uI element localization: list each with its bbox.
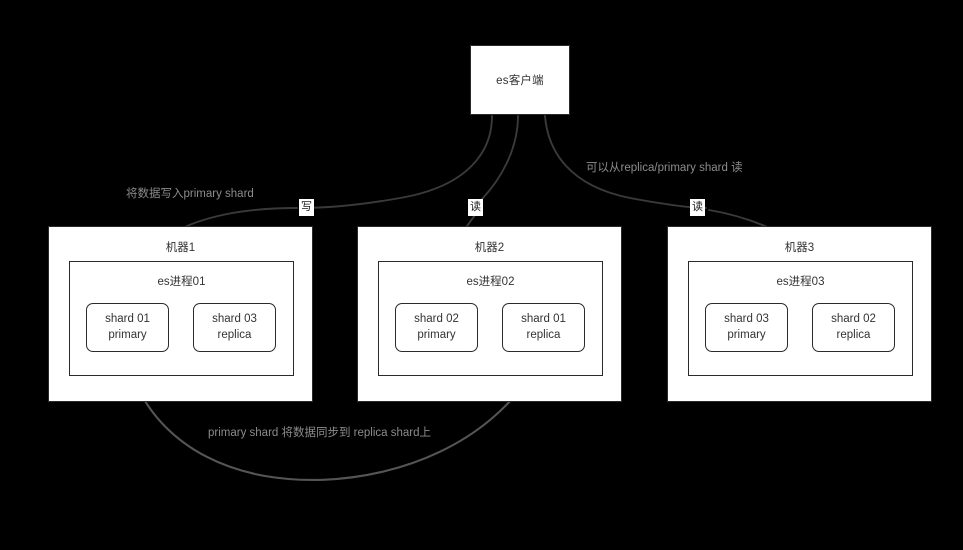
shard-box-m3-s1[interactable]: shard 03 primary [705,303,788,352]
shard-box-m1-s1[interactable]: shard 01 primary [86,303,169,352]
edge-label-write: 将数据写入primary shard [126,188,254,200]
edge-tag-write: 写 [299,199,314,216]
shard-role: replica [836,328,871,341]
edge-client-to-machine2 [481,115,519,200]
shard-role: primary [727,328,766,341]
machine-node-3[interactable]: 机器3 es进程03 shard 03 primary shard 02 rep… [667,226,932,402]
shard-name: shard 02 [414,312,459,325]
shard-name: shard 03 [212,312,257,325]
es-process-node-1[interactable]: es进程01 shard 01 primary shard 03 replica [69,261,294,376]
es-client-label: es客户端 [496,75,544,87]
es-process-label-3: es进程03 [776,276,825,288]
es-process-node-2[interactable]: es进程02 shard 02 primary shard 01 replica [378,261,603,376]
machine-title-3: 机器3 [784,242,815,254]
shard-box-m1-s2[interactable]: shard 03 replica [193,303,276,352]
es-process-node-3[interactable]: es进程03 shard 03 primary shard 02 replica [688,261,913,376]
shard-name: shard 02 [831,312,876,325]
machine-title-2: 机器2 [474,242,505,254]
es-client-node[interactable]: es客户端 [470,45,570,115]
shard-name: shard 01 [105,312,150,325]
machine-node-2[interactable]: 机器2 es进程02 shard 02 primary shard 01 rep… [357,226,622,402]
shard-role: replica [217,328,252,341]
edge-label-sync: primary shard 将数据同步到 replica shard上 [208,427,432,439]
shard-role: replica [526,328,561,341]
edge-tag-read-machine3: 读 [690,199,705,216]
shard-name: shard 01 [521,312,566,325]
shard-role: primary [417,328,456,341]
shard-name: shard 03 [724,312,769,325]
es-process-label-1: es进程01 [157,276,206,288]
edge-tag-read-machine2: 读 [468,199,483,216]
es-process-label-2: es进程02 [466,276,515,288]
machine-node-1[interactable]: 机器1 es进程01 shard 01 primary shard 03 rep… [48,226,313,402]
machine-title-1: 机器1 [165,242,196,254]
shard-box-m2-s1[interactable]: shard 02 primary [395,303,478,352]
edge-client-to-machine1 [299,115,493,209]
edge-label-read: 可以从replica/primary shard 读 [586,162,743,174]
shard-role: primary [108,328,147,341]
shard-box-m2-s2[interactable]: shard 01 replica [502,303,585,352]
shard-box-m3-s2[interactable]: shard 02 replica [812,303,895,352]
